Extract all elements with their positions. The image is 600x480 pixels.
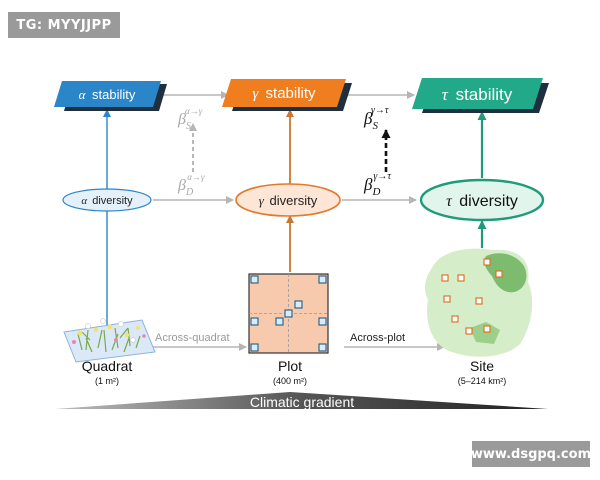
plot-illustration: [248, 273, 329, 354]
svg-text:τ stability: τ stability: [442, 85, 513, 104]
alpha-symbol: α: [79, 87, 87, 102]
beta-s-gamma-tau: βSγ→τ: [363, 105, 389, 132]
alpha-diversity-node: α diversity: [62, 188, 152, 212]
across-quadrat-label: Across-quadrat: [155, 332, 230, 344]
gamma-stability-box: γ stability: [222, 79, 352, 111]
svg-text:α stability: α stability: [79, 87, 136, 102]
tau-diversity-node: τ diversity: [419, 178, 545, 222]
climatic-gradient-bar: Climatic gradient: [55, 392, 548, 410]
svg-text:α diversity: α diversity: [81, 195, 133, 207]
alpha-stability-box: α stability: [54, 81, 167, 111]
quadrat-illustration: [63, 318, 156, 363]
gamma-symbol: γ: [252, 86, 259, 102]
plot-label: Plot: [278, 358, 302, 374]
beta-d-gamma-tau: βDγ→τ: [363, 171, 391, 198]
quadrat-area: (1 m²): [95, 376, 119, 386]
svg-text:γ diversity: γ diversity: [259, 193, 318, 208]
svg-text:τ diversity: τ diversity: [446, 193, 518, 210]
beta-s-alpha-gamma: βSα→γ: [177, 106, 203, 132]
gamma-stability-label: stability: [266, 85, 317, 102]
site-illustration: [425, 248, 533, 357]
svg-text:γ stability: γ stability: [252, 85, 316, 102]
site-label: Site: [470, 358, 494, 374]
tau-stability-box: τ stability: [412, 78, 549, 113]
site-area: (5–214 km²): [458, 376, 507, 386]
gamma-diversity-node: γ diversity: [235, 183, 341, 217]
plot-area: (400 m²): [273, 376, 307, 386]
tau-symbol: τ: [442, 85, 449, 104]
alpha-stability-label: stability: [92, 87, 136, 102]
tau-stability-label: stability: [456, 85, 513, 104]
quadrat-label: Quadrat: [82, 358, 133, 374]
climatic-gradient-label: Climatic gradient: [250, 394, 354, 410]
beta-d-alpha-gamma: βDα→γ: [177, 172, 205, 198]
across-plot-label: Across-plot: [350, 332, 405, 344]
watermark-bottom-right: www.dsgpq.com: [471, 441, 591, 467]
watermark-top-left: TG: MYYJJPP: [8, 12, 120, 38]
